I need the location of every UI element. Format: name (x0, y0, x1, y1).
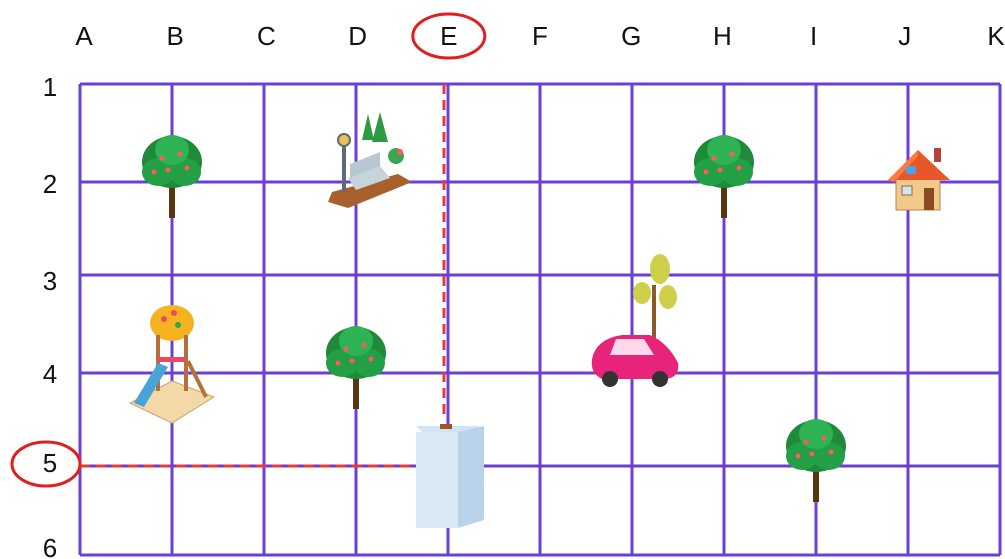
column-label-i: I (810, 21, 817, 51)
column-highlight-circle (411, 12, 487, 60)
column-label-c: C (257, 21, 276, 51)
column-label-f: F (532, 21, 548, 51)
column-label-k: K (987, 21, 1005, 51)
row-highlight-circle (10, 440, 82, 488)
column-label-a: A (75, 21, 93, 51)
office-building-icon (416, 424, 484, 528)
tree-icon (140, 133, 204, 220)
row-label-5: 5 (43, 448, 57, 478)
column-label-g: G (621, 21, 641, 51)
column-label-h: H (713, 21, 732, 51)
column-label-e: E (440, 21, 457, 51)
row-label-4: 4 (43, 359, 57, 389)
house-icon (887, 147, 951, 211)
row-label-2: 2 (43, 169, 57, 199)
park-bench-icon (327, 111, 413, 209)
row-label-1: 1 (43, 72, 57, 102)
column-label-j: J (898, 21, 911, 51)
row-label-6: 6 (43, 533, 57, 559)
tree-icon (784, 417, 848, 504)
row-label-3: 3 (43, 266, 57, 296)
column-label-b: B (167, 21, 184, 51)
column-label-d: D (348, 21, 367, 51)
tree-icon (324, 324, 388, 411)
tree-icon (692, 133, 756, 220)
